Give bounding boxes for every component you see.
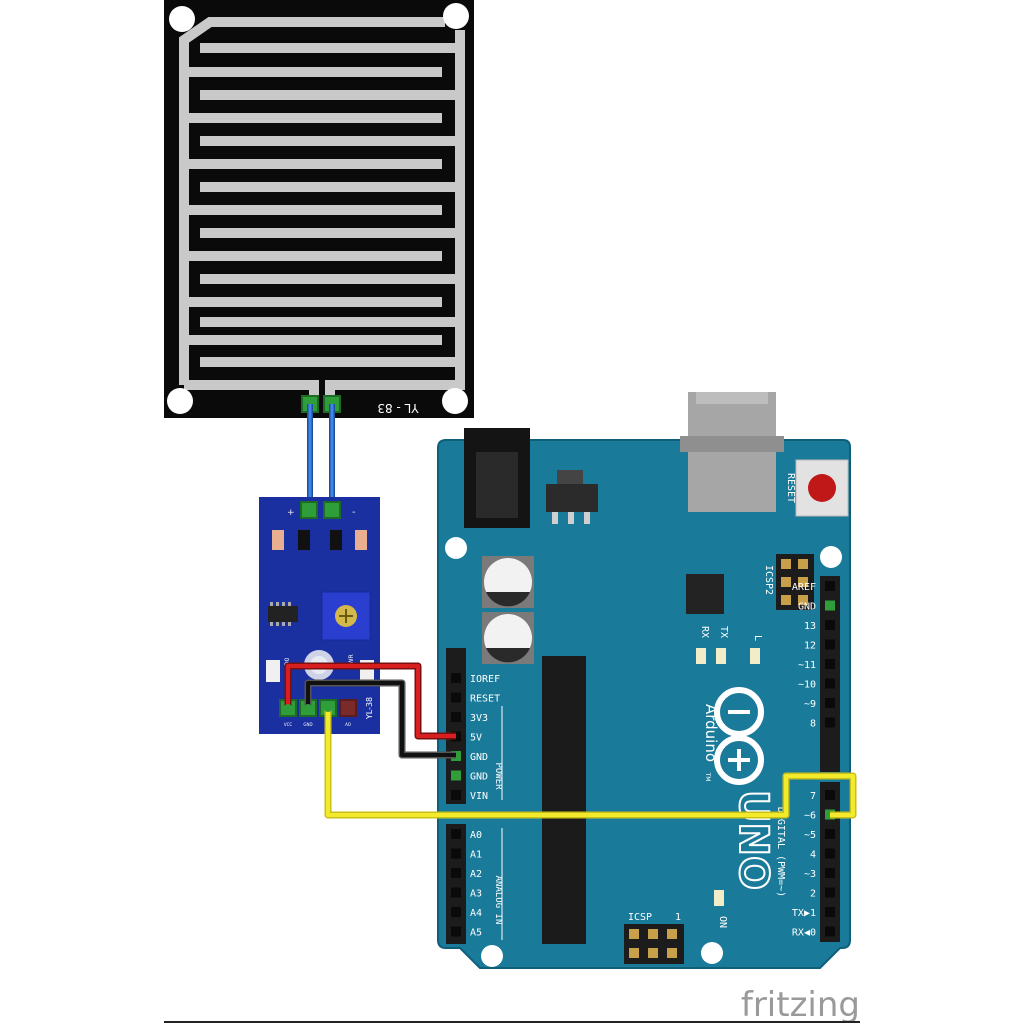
digital-pin-label: 4 (810, 850, 816, 861)
led-d0-label: D0 (284, 657, 291, 666)
digital-pin-label: 7 (810, 791, 816, 802)
power-pin[interactable] (451, 790, 461, 800)
digital-pin-label: 2 (810, 889, 816, 900)
analog-pin[interactable] (451, 829, 461, 839)
digital-pin[interactable] (825, 868, 835, 878)
analog-pin-label: A4 (470, 908, 482, 919)
power-pin-label: IOREF (470, 674, 500, 685)
digital-pin-label: AREF (792, 582, 816, 593)
capacitor-2 (482, 612, 534, 664)
analog-pin-label: A2 (470, 869, 482, 880)
fritzing-watermark: fritzing (741, 985, 860, 1024)
capacitor-1 (482, 556, 534, 608)
digital-pin[interactable] (825, 581, 835, 591)
power-pin-label: GND (470, 772, 488, 783)
digital-pin-label: 12 (804, 641, 816, 652)
reset-button[interactable] (795, 459, 849, 517)
arduino-brand-label: Arduino (702, 704, 720, 762)
power-pin-label: 3V3 (470, 713, 488, 724)
on-label: ON (717, 916, 728, 928)
sensor-wires (307, 404, 335, 510)
digital-pin[interactable] (825, 678, 835, 689)
analog-pin-label: A0 (470, 830, 482, 841)
digital-pin[interactable] (825, 887, 835, 898)
digital-pin[interactable] (825, 717, 835, 728)
icsp2-header: ICSP2 (763, 554, 814, 610)
pin-vcc-label: VCC (284, 722, 293, 727)
icsp-header: ICSP 1 (624, 912, 684, 964)
digital-pin[interactable] (825, 698, 835, 708)
power-header: IOREF RESET 3V3 5V GND GND VIN POWER (446, 648, 503, 804)
tx-label: TX (718, 626, 729, 638)
digital-pin-label: 8 (810, 719, 816, 730)
analog-pin-label: A1 (470, 850, 482, 861)
power-pin-label: VIN (470, 791, 488, 802)
digital-pin[interactable] (825, 907, 835, 917)
tm-label: TM (704, 772, 711, 782)
led-pwr-label: PWR (348, 654, 355, 668)
pin-ao-label: AO (345, 722, 351, 727)
analog-pin[interactable] (451, 848, 461, 859)
analog-pin-label: A3 (470, 889, 482, 900)
analog-pin[interactable] (451, 907, 461, 917)
digital-pin-label: ~10 (798, 680, 816, 691)
wire-do-yellow (324, 708, 857, 819)
analog-pin[interactable] (451, 887, 461, 898)
digital-pin-label: RX◀0 (792, 928, 816, 939)
digital-pin-label: ~9 (804, 699, 816, 710)
power-pin[interactable] (451, 673, 461, 683)
digital-label: DIGITAL (PWM=~) (775, 807, 786, 897)
digital-pin[interactable] (825, 639, 835, 650)
pad-minus-label: - (352, 507, 356, 518)
pin-gnd-label: GND (303, 722, 312, 727)
reset-label: RESET (785, 473, 796, 503)
analog-pin[interactable] (451, 926, 461, 937)
digital-pin[interactable] (825, 620, 835, 630)
digital-pin[interactable] (825, 829, 835, 839)
icsp2-label: ICSP2 (763, 565, 774, 595)
power-section-label: POWER (493, 762, 503, 790)
sensor-model-label: YL - 83 (377, 401, 419, 415)
digital-pin[interactable] (825, 848, 835, 859)
digital-pin-label: TX▶1 (792, 908, 816, 919)
l-led-label: L (752, 635, 763, 641)
analog-section-label: ANALOG IN (493, 876, 503, 925)
digital-pin[interactable] (825, 790, 835, 800)
rx-label: RX (699, 626, 710, 638)
power-pin[interactable] (451, 692, 461, 703)
uno-model-label: UNO (730, 790, 776, 890)
module-model-label: YL-38 (365, 697, 374, 720)
icsp-label: ICSP (628, 912, 652, 923)
analog-pin-label: A5 (470, 928, 482, 939)
rain-sensor-plate: YL - 83 (164, 0, 474, 418)
power-pin-label: RESET (470, 694, 500, 705)
analog-pin[interactable] (451, 868, 461, 878)
digital-pin[interactable] (825, 600, 835, 611)
digital-pin-label: ~5 (804, 830, 816, 841)
digital-pin-label: GND (798, 602, 816, 613)
icsp-pin1-label: 1 (675, 912, 681, 923)
potentiometer[interactable] (321, 591, 371, 641)
power-pin-label: GND (470, 752, 488, 763)
arduino-logo (714, 687, 764, 785)
digital-pin-label: ~11 (798, 660, 816, 671)
digital-header-top: AREF GND 13 12 ~11 ~10 ~9 8 (792, 576, 840, 772)
power-pin[interactable] (451, 712, 461, 722)
wire-gnd-black (304, 679, 456, 759)
digital-pin-label: ~6 (804, 811, 816, 822)
comparator-module: + - D0 PWR VCC GND (259, 497, 380, 734)
pad-plus-label: + (287, 508, 295, 518)
digital-pin-label: 13 (804, 621, 816, 632)
digital-pin[interactable] (825, 659, 835, 669)
digital-pin[interactable] (825, 926, 835, 937)
digital-header-bottom: 7 ~6 ~5 4 ~3 2TX▶1RX◀0 (792, 782, 840, 942)
wire-5v-red (284, 662, 456, 740)
power-pin-label: 5V (470, 733, 482, 744)
power-pin[interactable] (451, 770, 461, 781)
digital-pin-label: ~3 (804, 869, 816, 880)
arduino-uno-board: RESET ICSP2 ICSP 1 (437, 392, 851, 969)
